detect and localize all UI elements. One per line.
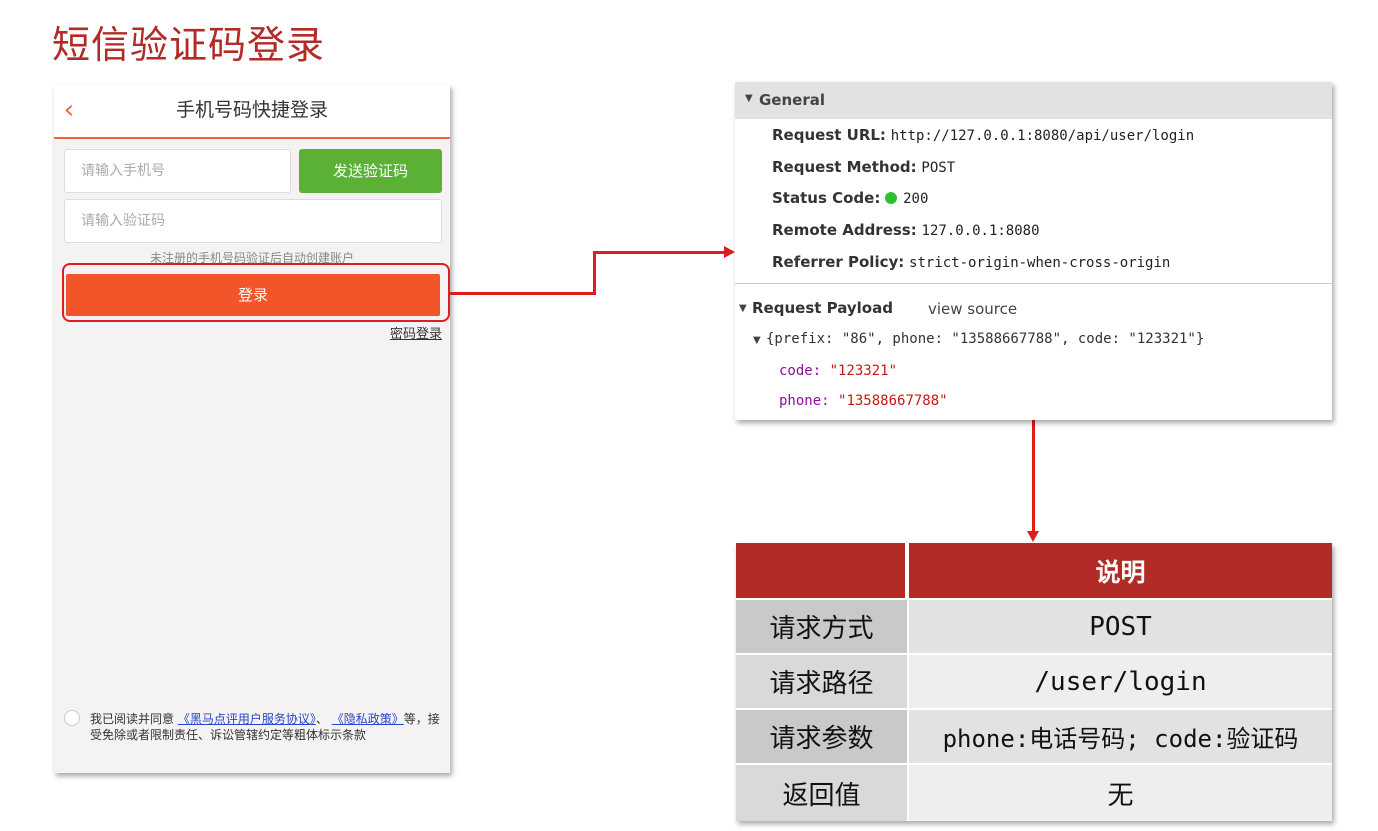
status-code-key: Status Code:: [772, 189, 881, 207]
phone-page-title: 手机号码快捷登录: [175, 99, 328, 121]
remote-address-row: Remote Address: 127.0.0.1:8080: [772, 221, 1040, 241]
auto-register-hint: 未注册的手机号码验证后自动创建账户: [149, 251, 354, 263]
agreement-suffix: 等，接受免除或者限制责任、诉讼管辖约定等粗体标示条款: [90, 712, 440, 742]
phone-number-input[interactable]: 请输入手机号: [64, 149, 291, 193]
referrer-policy-key: Referrer Policy:: [772, 253, 905, 271]
devtools-network-panel: ▼ General Request URL: http://127.0.0.1:…: [735, 82, 1332, 420]
send-code-button[interactable]: 发送验证码: [299, 149, 442, 193]
status-code-value: 200: [903, 191, 929, 207]
back-chevron-icon[interactable]: ‹: [63, 95, 75, 125]
privacy-policy-link[interactable]: 《隐私政策》: [331, 712, 404, 726]
request-url-row: Request URL: http://127.0.0.1:8080/api/u…: [772, 126, 1194, 146]
request-method-value: POST: [921, 160, 956, 176]
request-payload-label[interactable]: Request Payload: [752, 299, 893, 317]
request-method-row: Request Method: POST: [772, 158, 955, 178]
payload-key: code: [779, 363, 813, 379]
password-login-link[interactable]: 密码登录: [389, 327, 442, 342]
phone-header: ‹ 手机号码快捷登录: [54, 85, 450, 139]
collapse-triangle-icon[interactable]: ▼: [739, 303, 747, 314]
table-row-label: 请求方式: [736, 600, 907, 653]
request-url-key: Request URL:: [772, 126, 886, 144]
table-header-empty: [736, 543, 907, 598]
payload-object-summary[interactable]: {prefix: "86", phone: "13588667788", cod…: [766, 331, 1205, 347]
table-row-label: 请求参数: [736, 710, 907, 763]
table-row-value: phone:电话号码; code:验证码: [909, 710, 1332, 763]
connector-line: [1032, 420, 1035, 532]
status-code-row: Status Code: 200: [772, 189, 928, 209]
agreement-separator: 、: [315, 712, 328, 726]
arrow-down-icon: [1027, 531, 1039, 542]
table-row-label: 请求路径: [736, 655, 907, 708]
general-label: General: [759, 91, 825, 109]
phone-login-screen: ‹ 手机号码快捷登录 请输入手机号 发送验证码 请输入验证码 未注册的手机号码验…: [54, 85, 450, 773]
payload-value: "13588667788": [838, 393, 948, 409]
slide-title: 短信验证码登录: [52, 23, 326, 67]
payload-key: phone: [779, 393, 822, 409]
payload-code-row: code: "123321": [779, 363, 898, 379]
verification-code-input[interactable]: 请输入验证码: [64, 199, 442, 243]
view-source-link[interactable]: view source: [928, 300, 1018, 318]
expand-triangle-icon[interactable]: ▼: [753, 335, 761, 346]
agreement-radio[interactable]: [64, 710, 80, 726]
agreement-prefix: 我已阅读并同意: [90, 712, 175, 726]
referrer-policy-value: strict-origin-when-cross-origin: [909, 255, 1171, 271]
service-agreement-link[interactable]: 《黑马点评用户服务协议》: [177, 712, 316, 726]
payload-value: "123321": [829, 363, 898, 379]
login-highlight-frame: [62, 263, 450, 322]
general-section-header[interactable]: ▼ General: [735, 82, 1332, 119]
table-row-label: 返回值: [736, 765, 907, 821]
agreement-text: 我已阅读并同意 《黑马点评用户服务协议》、 《隐私政策》等，接受免除或者限制责任…: [90, 711, 446, 743]
request-url-value: http://127.0.0.1:8080/api/user/login: [890, 128, 1195, 144]
login-button[interactable]: 登录: [66, 274, 440, 316]
request-method-key: Request Method:: [772, 158, 917, 176]
collapse-triangle-icon[interactable]: ▼: [745, 93, 753, 104]
table-row-value: 无: [909, 765, 1332, 821]
payload-phone-row: phone: "13588667788": [779, 393, 948, 409]
referrer-policy-row: Referrer Policy: strict-origin-when-cros…: [772, 253, 1170, 273]
arrow-right-icon: [724, 246, 735, 258]
connector-line: [593, 251, 596, 295]
table-row-value: /user/login: [909, 655, 1332, 708]
table-row-value: POST: [909, 600, 1332, 653]
table-header-description: 说明: [909, 543, 1332, 598]
remote-address-key: Remote Address:: [772, 221, 917, 239]
remote-address-value: 127.0.0.1:8080: [921, 223, 1040, 239]
api-info-table: 说明 请求方式 POST 请求路径 /user/login 请求参数 phone…: [736, 543, 1332, 821]
status-ok-dot-icon: [885, 192, 898, 204]
section-divider: [735, 283, 1332, 284]
connector-line: [593, 251, 725, 254]
connector-line: [450, 292, 596, 295]
